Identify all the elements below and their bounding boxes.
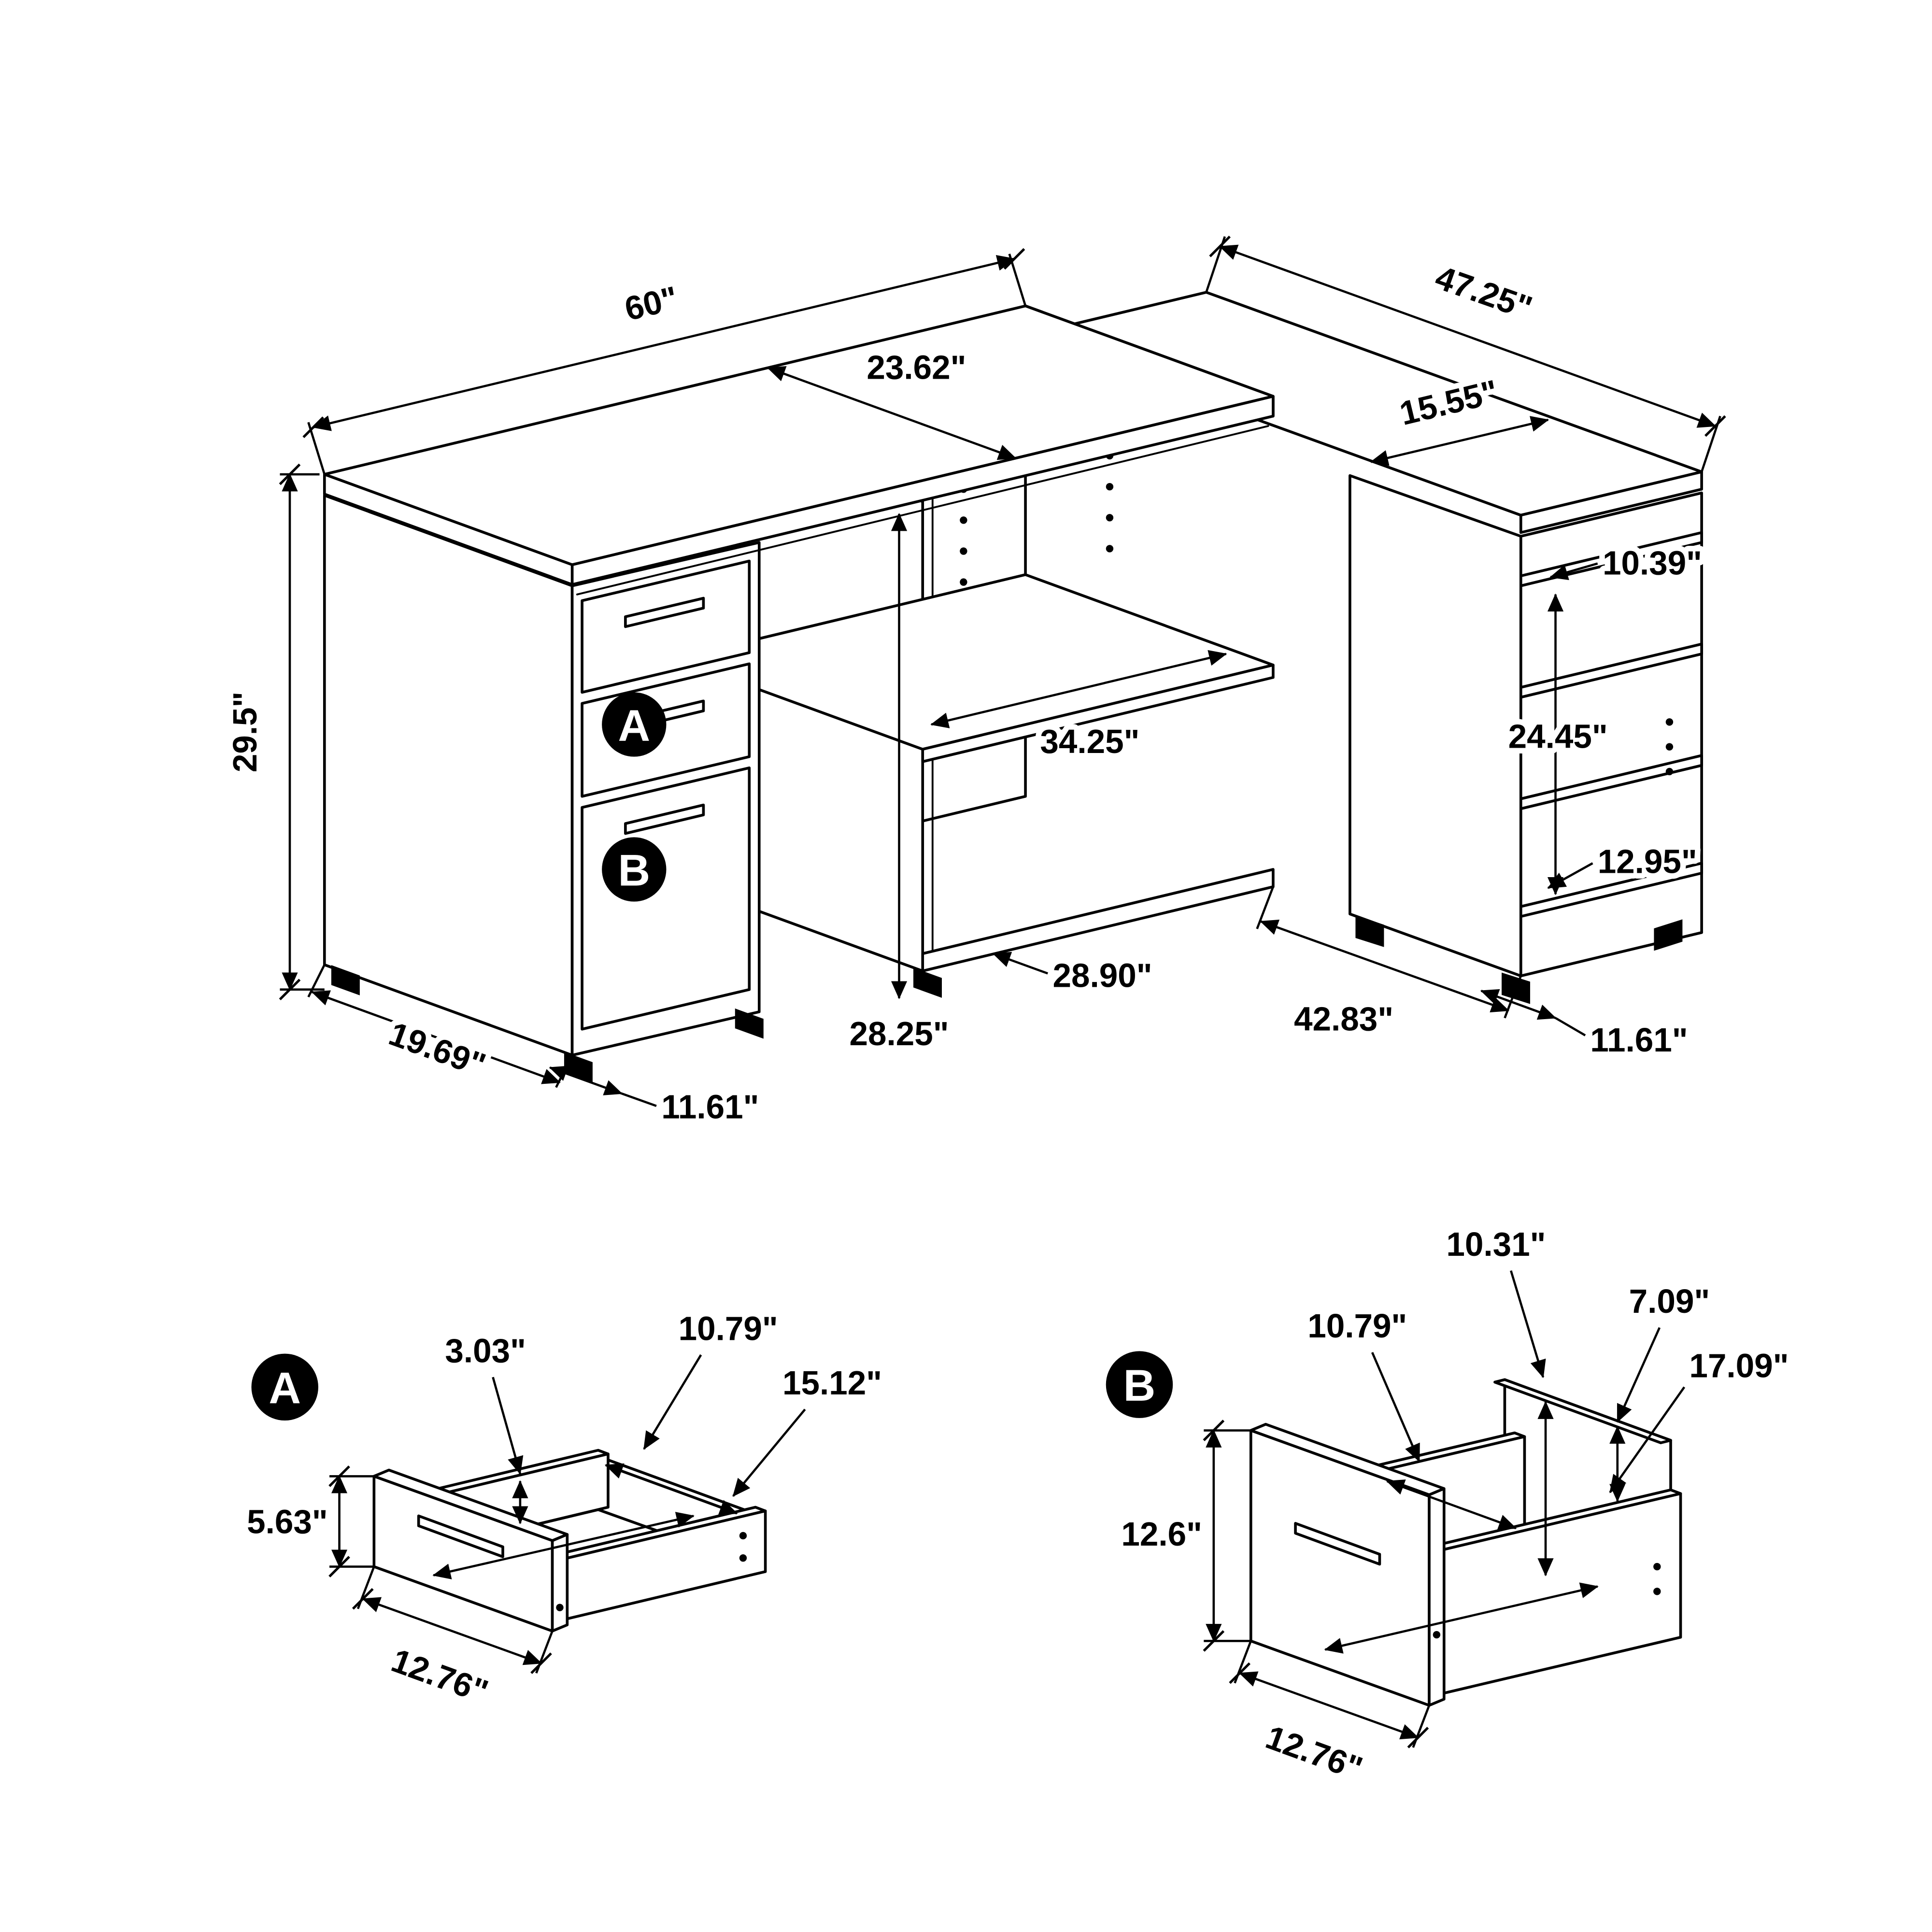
dim-shelf-opening-width-line	[930, 650, 1227, 728]
dim-kneehole-width-label: 28.90"	[1052, 957, 1152, 994]
dim-b-back-gap-label: 7.09"	[1629, 1282, 1710, 1320]
dim-hutch-opening-height-label: 24.45"	[1508, 718, 1608, 755]
dim-a-inner-width	[604, 1354, 738, 1515]
dim-overall-height-label: 29.5"	[226, 692, 264, 773]
drawer-handle-3	[624, 803, 705, 835]
marker-b-letter: B	[618, 845, 650, 895]
dim-hutch-foot-label: 11.61"	[1590, 1021, 1688, 1059]
dim-a-front-height-label: 5.63"	[247, 1503, 328, 1540]
return-desktop-front	[1519, 470, 1703, 534]
dim-a-front-width-label: 12.76"	[387, 1641, 493, 1711]
desktop-apron-line	[576, 425, 1269, 596]
dim-hutch-shelf-bottom-label: 12.95"	[1598, 843, 1697, 881]
center-base	[921, 868, 1275, 973]
dim-b-inner-width	[1371, 1352, 1517, 1530]
dim-hutch-shelf-bottom-leader	[1547, 862, 1593, 889]
dim-kneehole-height-label: 28.25"	[850, 1015, 949, 1052]
pedestal-side-panel	[323, 494, 574, 1057]
b-back-wall-top	[1493, 1378, 1672, 1444]
dim-hutch-shelf-top-leader	[1549, 562, 1598, 581]
dim-return-length-label: 47.25"	[1431, 258, 1537, 327]
marker-a-badge: A	[602, 692, 667, 757]
dim-return-top-width-line	[1370, 416, 1549, 466]
marker-a-letter: A	[618, 700, 650, 750]
drawer-a-view: 3.03" 10.79" 15.12" 5.63" 12.76" A	[242, 1304, 888, 1716]
dim-b-front-width	[1229, 1640, 1431, 1748]
dim-return-length-line	[1205, 235, 1726, 472]
dim-a-front-width	[352, 1566, 554, 1674]
shelf-pin-holes-hutch	[1665, 718, 1674, 776]
dim-pedestal-depth-label: 19.69"	[384, 1014, 490, 1084]
drawer-a-badge: A	[251, 1353, 318, 1421]
b-front-panel-edge	[1428, 1487, 1446, 1707]
dim-b-front-width-label: 12.76"	[1261, 1718, 1367, 1788]
dim-b-inner-depth	[1324, 1386, 1686, 1654]
dim-desktop-depth-line	[767, 366, 1017, 460]
drawer-front-1	[581, 559, 751, 694]
dim-top-length-line	[302, 248, 1027, 475]
dim-a-inner-width-label: 10.79"	[679, 1309, 778, 1347]
dim-return-base-length-label: 42.83"	[1294, 1000, 1393, 1037]
dim-pedestal-foot-line	[549, 1065, 657, 1107]
main-desktop-left-edge	[323, 473, 574, 586]
dim-a-inner-depth-label: 15.12"	[782, 1364, 882, 1402]
dim-a-inner-depth	[432, 1408, 806, 1579]
dim-b-front-height	[1203, 1420, 1251, 1652]
dim-desktop-depth-label: 23.62"	[867, 349, 966, 386]
dim-b-back-height-label: 10.31"	[1446, 1225, 1546, 1263]
dim-a-front-height	[328, 1465, 374, 1577]
dim-b-front-height-label: 12.6"	[1121, 1515, 1202, 1553]
main-desk-view: 60" 47.25" 23.62" 15.55" 29.5" 34.25" 10	[220, 235, 1726, 1131]
dim-kneehole-width-leader	[992, 952, 1049, 975]
dim-b-inner-width-label: 10.79"	[1307, 1307, 1407, 1345]
a-front-panel-edge	[551, 1533, 569, 1633]
drawer-b-letter: B	[1123, 1360, 1156, 1410]
dim-hutch-foot-line	[1480, 989, 1586, 1037]
dim-b-inner-depth-label: 17.09"	[1689, 1347, 1789, 1384]
dim-top-length-label: 60"	[621, 279, 682, 327]
drawer-b-badge: B	[1106, 1351, 1173, 1418]
drawer-handle-1	[624, 597, 705, 628]
drawer-b-view: 10.31" 7.09" 10.79" 17.09" 12.6" 12.76"	[1106, 1220, 1794, 1793]
hutch-side-panel	[1349, 474, 1522, 978]
pedestal-foot-front-right	[735, 1008, 764, 1039]
drawer-front-3	[581, 766, 751, 1031]
dim-b-back-height	[1509, 1270, 1554, 1577]
hutch-foot-right	[1654, 919, 1683, 951]
dim-a-inner-height-label: 3.03"	[445, 1332, 526, 1370]
dim-shelf-opening-width-label: 34.25"	[1040, 723, 1139, 760]
divider-foot	[913, 967, 942, 998]
dim-pedestal-foot-label: 11.61"	[661, 1088, 759, 1125]
marker-b-badge: B	[602, 837, 667, 902]
a-screw-holes	[556, 1532, 747, 1611]
dim-hutch-shelf-top-label: 10.39"	[1603, 544, 1702, 582]
b-handle	[1294, 1522, 1381, 1566]
dim-overall-height-line	[279, 463, 325, 1001]
drawer-a-letter: A	[269, 1363, 301, 1413]
